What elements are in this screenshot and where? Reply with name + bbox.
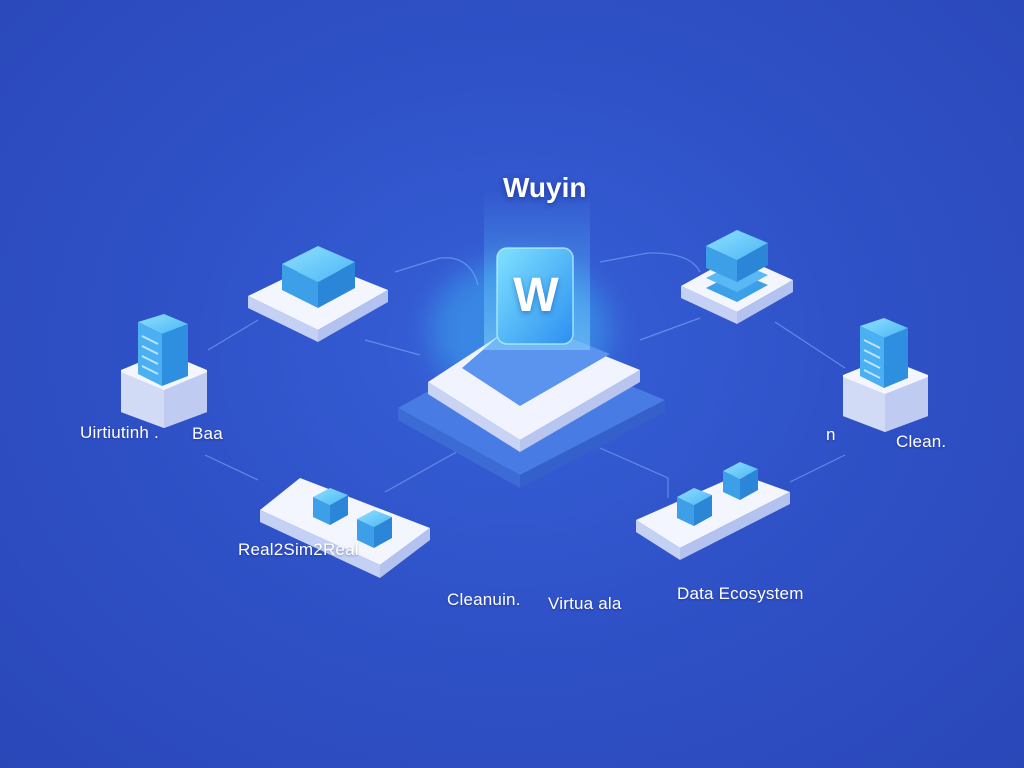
hub-title: Wuyin [503, 172, 587, 203]
label-bottom-left: Real2Sim2Real [238, 540, 359, 559]
node-left [121, 314, 207, 428]
label-bottom-center-left: Cleanuin. [447, 590, 521, 609]
label-right-node: Clean. [896, 432, 947, 451]
connector-left-down [204, 454, 259, 481]
node-right [843, 318, 928, 432]
connector-right-up [774, 321, 846, 369]
stack-cube-icon [282, 246, 355, 308]
connector-lines [204, 252, 846, 498]
logo-w-icon: W [513, 269, 558, 322]
connector-right-down [789, 454, 846, 483]
connector-left-up [207, 319, 259, 351]
label-left-node-side: Baa [192, 424, 223, 443]
connector-left-hub [364, 339, 421, 356]
label-left-node: Uirtiutinh . [80, 423, 159, 442]
central-hub [398, 190, 665, 488]
server-rack-icon [138, 314, 188, 386]
twin-cube-icon [677, 462, 758, 526]
label-bottom-center-right: Virtua ala [548, 594, 622, 613]
connector-hub-bottom-right [599, 447, 669, 498]
connector-top-right [599, 252, 701, 273]
node-bottom-right [636, 462, 790, 560]
connector-hub-bottom-left [384, 449, 461, 493]
node-bottom-left [260, 478, 430, 578]
layered-server-icon [706, 230, 768, 302]
connector-hub-right [639, 317, 701, 341]
label-bottom-right: Data Ecosystem [677, 584, 804, 603]
twin-cube-icon [313, 488, 392, 548]
node-top-left [248, 246, 388, 342]
label-right-node-side: n [826, 425, 836, 444]
server-rack-icon [860, 318, 908, 388]
node-top-right [681, 230, 793, 324]
